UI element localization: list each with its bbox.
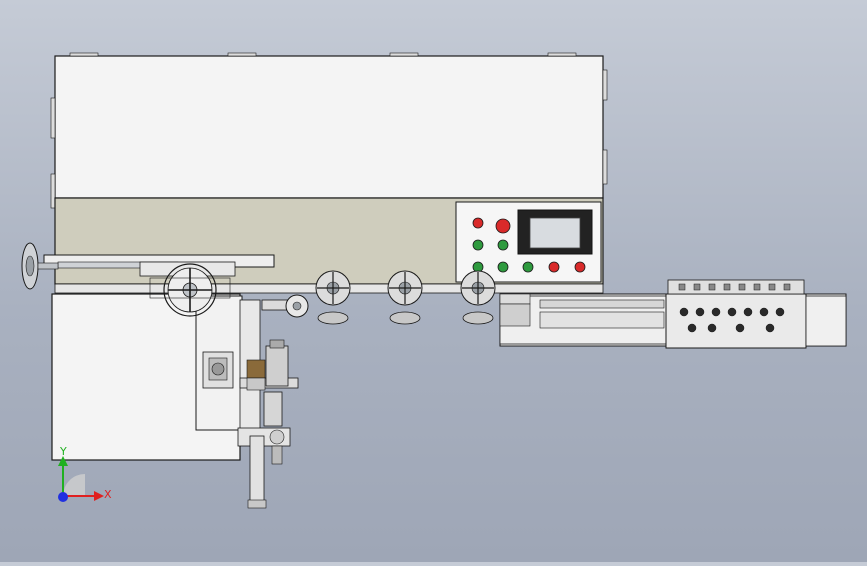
screw-icon bbox=[735, 323, 745, 333]
screw-icon bbox=[707, 323, 717, 333]
panel-button-red[interactable] bbox=[495, 218, 511, 234]
table-handwheel[interactable] bbox=[149, 263, 231, 317]
x-axis-label: X bbox=[104, 488, 112, 501]
panel-button-green[interactable] bbox=[522, 261, 534, 273]
screw-icon bbox=[759, 307, 769, 317]
panel-button-green[interactable] bbox=[497, 239, 509, 251]
bolt-icon bbox=[753, 283, 761, 291]
bolt-icon bbox=[783, 283, 791, 291]
panel-button-red[interactable] bbox=[548, 261, 560, 273]
panel-buttons[interactable] bbox=[472, 217, 586, 273]
pressure-roller-1[interactable] bbox=[285, 294, 309, 318]
pressure-roller-3[interactable] bbox=[387, 270, 423, 325]
screw-icon bbox=[711, 307, 721, 317]
bolt-icon bbox=[693, 283, 701, 291]
bolt-icon bbox=[678, 283, 686, 291]
pressure-roller-2[interactable] bbox=[315, 270, 351, 325]
side-handwheel[interactable] bbox=[21, 242, 59, 290]
bolt-icon bbox=[708, 283, 716, 291]
bolt-icon bbox=[768, 283, 776, 291]
trimming-unit[interactable] bbox=[195, 295, 303, 509]
outfeed-module[interactable] bbox=[499, 279, 847, 349]
screw-icon bbox=[765, 323, 775, 333]
panel-button-green[interactable] bbox=[497, 261, 509, 273]
coordinate-triad: Y X bbox=[58, 445, 112, 502]
screw-icon bbox=[679, 307, 689, 317]
screw-icon bbox=[775, 307, 785, 317]
touch-screen[interactable] bbox=[517, 209, 593, 255]
z-axis-dot bbox=[58, 492, 68, 502]
main-housing[interactable] bbox=[50, 52, 608, 209]
bolt-icon bbox=[738, 283, 746, 291]
bolt-icon bbox=[723, 283, 731, 291]
screw-icon bbox=[743, 307, 753, 317]
panel-button-red[interactable] bbox=[472, 217, 484, 229]
panel-button-red[interactable] bbox=[574, 261, 586, 273]
control-panel[interactable] bbox=[455, 201, 602, 283]
y-axis-label: Y bbox=[59, 445, 67, 458]
screw-icon bbox=[687, 323, 697, 333]
screw-icon bbox=[695, 307, 705, 317]
panel-button-green[interactable] bbox=[472, 239, 484, 251]
screw-icon bbox=[727, 307, 737, 317]
pressure-roller-4[interactable] bbox=[460, 270, 496, 325]
